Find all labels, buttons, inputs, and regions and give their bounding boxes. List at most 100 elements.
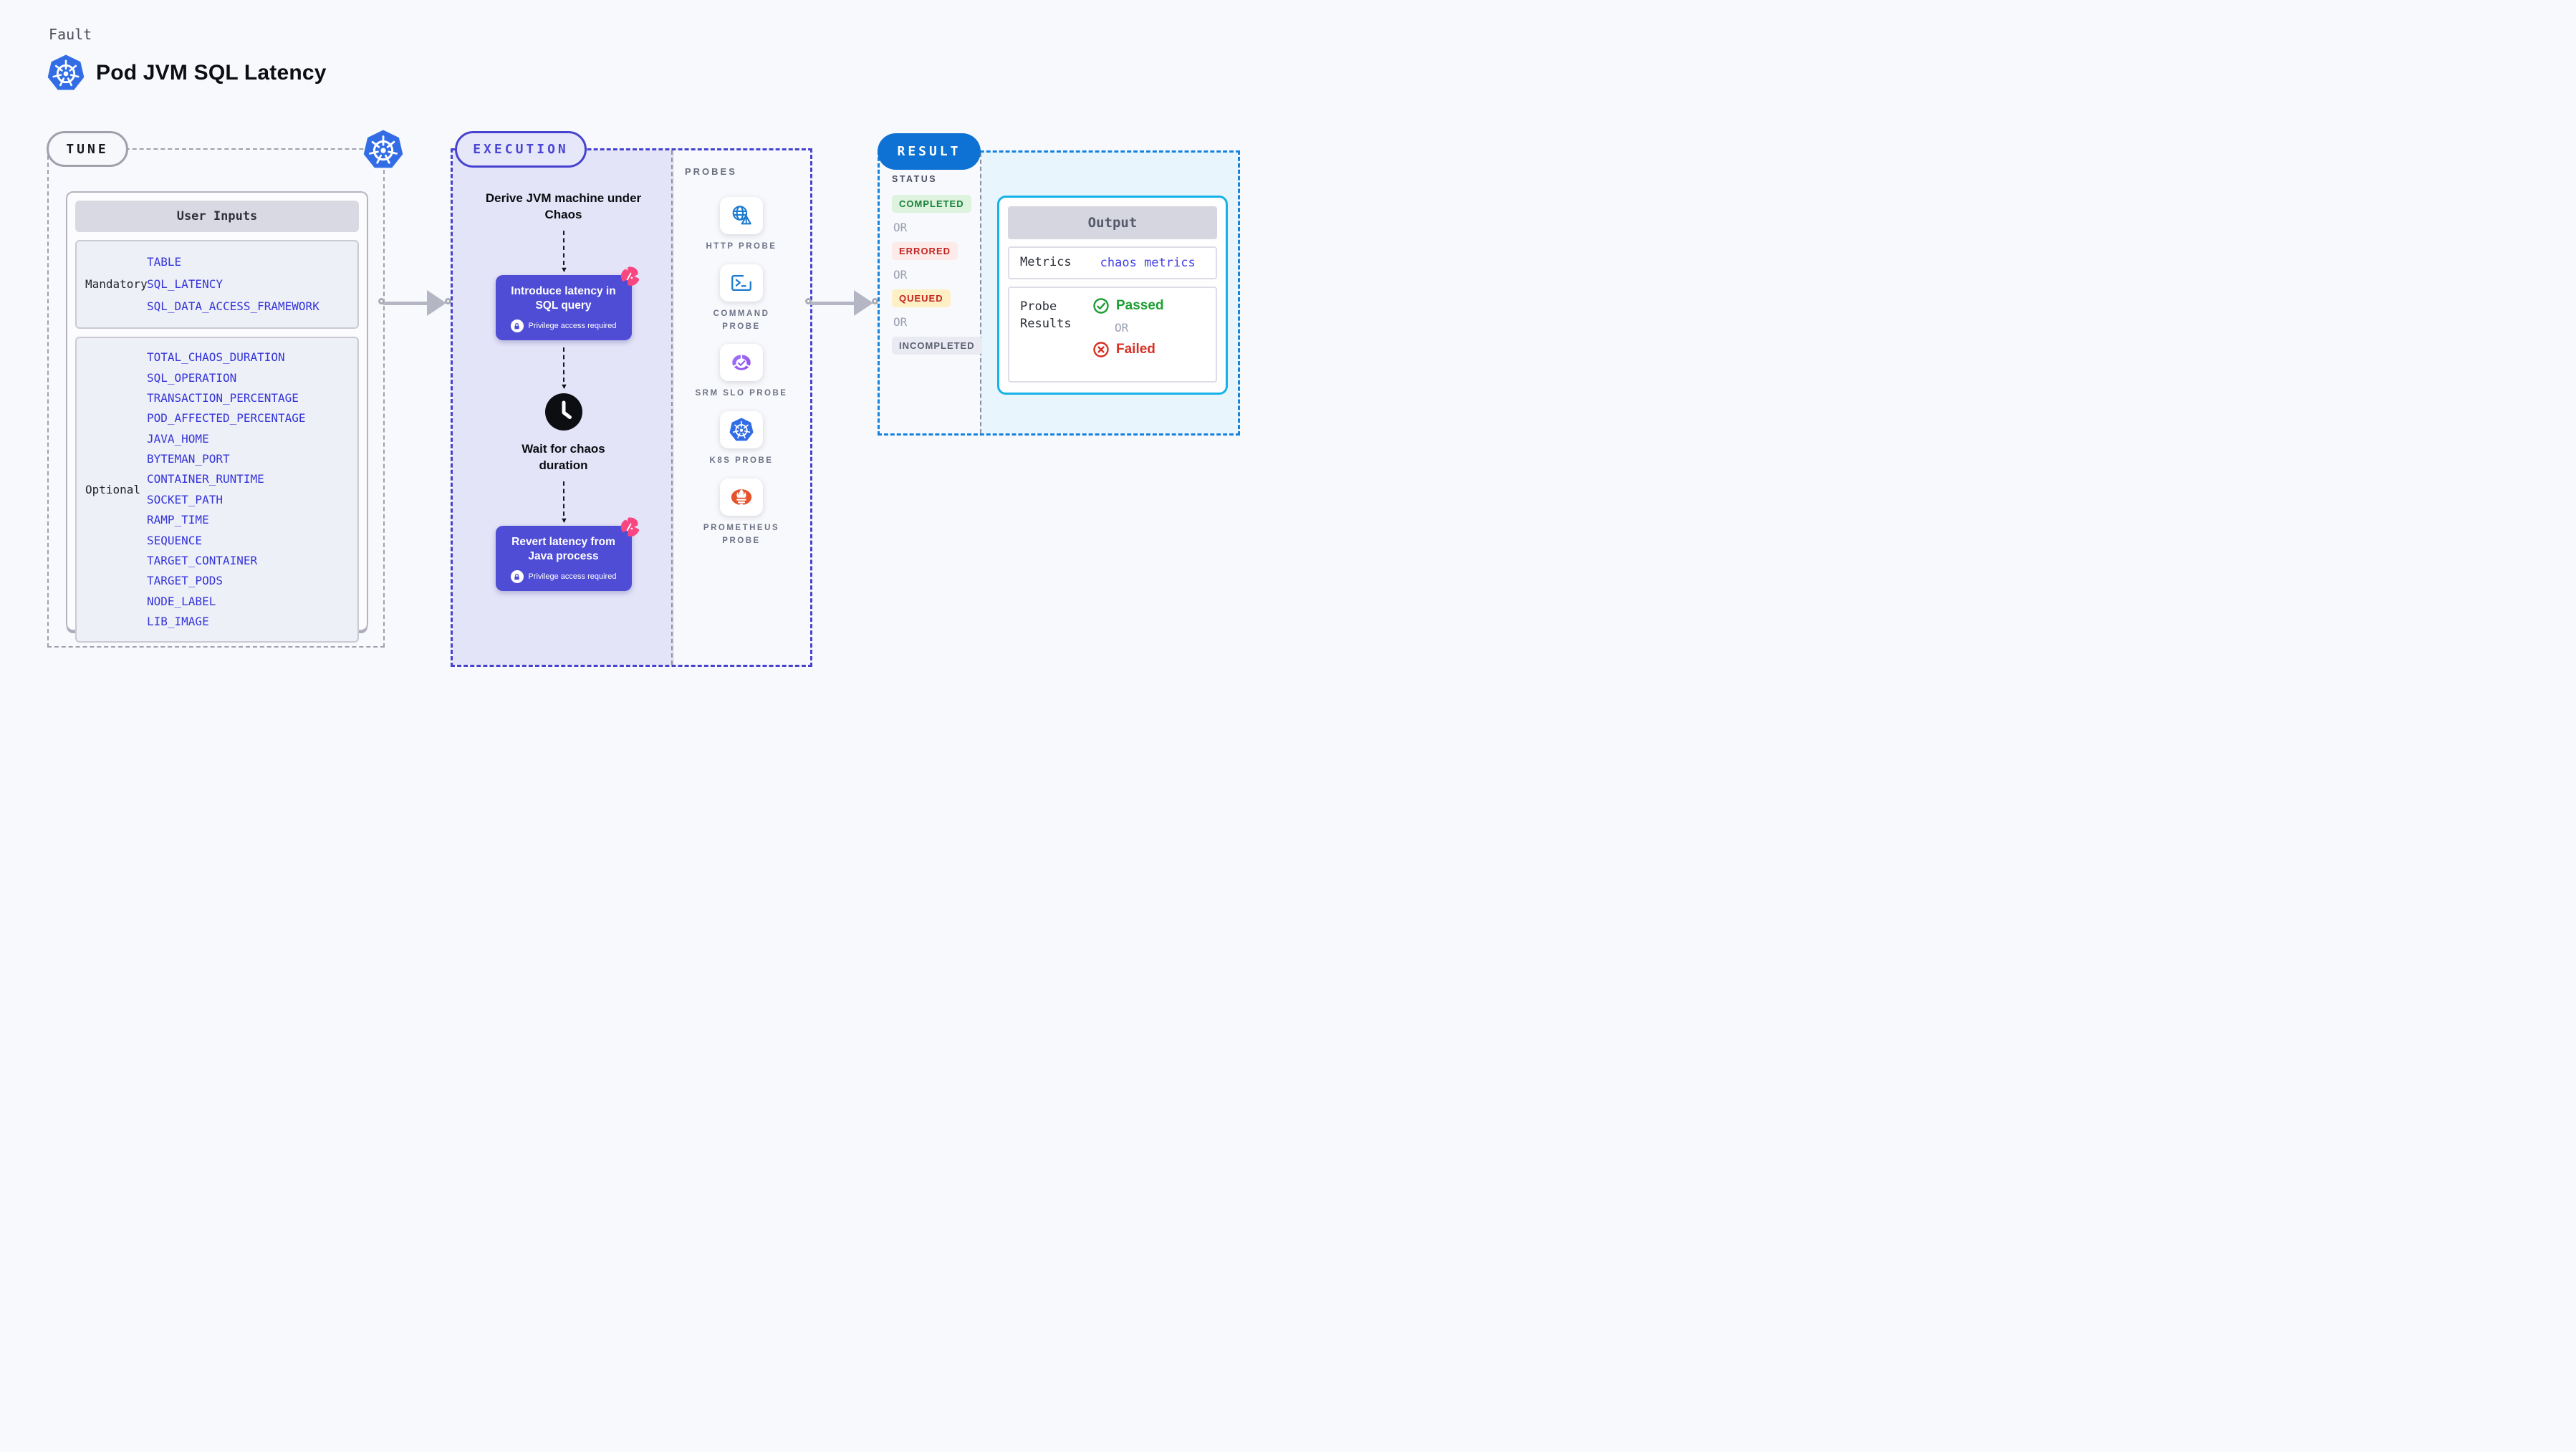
execution-section-label: EXECUTION [455,131,587,168]
result-section: Output Metrics chaos metrics Probe Resul… [878,133,1240,436]
globe-alert-icon [720,197,763,234]
failed-line: Failed [1092,341,1164,358]
optional-items: TOTAL_CHAOS_DURATION SQL_OPERATION TRANS… [147,338,357,641]
arrow-head [427,290,446,316]
kubernetes-icon [720,411,763,449]
lock-icon [510,319,524,333]
status-list: COMPLETED OR ERRORED OR QUEUED OR INCOMP… [892,195,982,355]
probe-k8s: K8S PROBE [694,411,789,468]
status-badge-incompleted: INCOMPLETED [892,337,982,355]
metrics-label: Metrics [1020,255,1072,270]
lock-icon [510,570,524,584]
user-inputs-card: User Inputs Mandatory TABLE SQL_LATENCY … [66,191,368,643]
privilege-text: Privilege access required [528,572,617,582]
title-row: Pod JVM SQL Latency [47,54,327,92]
kubernetes-icon [47,54,85,91]
param-item: TABLE [147,255,182,269]
passed-label: Passed [1116,298,1164,313]
user-inputs-header: User Inputs [75,201,359,232]
prometheus-flame-icon [720,479,763,516]
param-item: JAVA_HOME [147,431,209,446]
or-label: OR [1115,321,1129,335]
probes-panel: PROBES HTTP PROBE [671,150,810,665]
arrow-line [810,301,856,305]
fault-diagram-page: Fault Pod JVM SQL Latency TUNE User Inpu… [0,0,1288,726]
privilege-note: Privilege access required [503,319,625,333]
terminal-icon [720,264,763,302]
mandatory-inputs-group: Mandatory TABLE SQL_LATENCY SQL_DATA_ACC… [75,240,359,329]
x-circle-icon [1093,342,1109,357]
mandatory-group-label: Mandatory [85,277,148,292]
param-item: SEQUENCE [147,533,203,547]
mandatory-items: TABLE SQL_LATENCY SQL_DATA_ACCESS_FRAMEW… [147,241,357,327]
probe-results-values: Passed OR Failed [1092,288,1164,381]
param-item: LIB_IMAGE [147,615,209,629]
probe-http: HTTP PROBE [694,197,789,254]
step-wait-duration: Wait for chaos duration [522,442,605,473]
probe-name: COMMAND PROBE [713,309,770,331]
or-label: OR [893,268,908,282]
probe-list: HTTP PROBE COMMAND PROBE [673,197,810,548]
param-item: RAMP_TIME [147,513,209,527]
param-item: TARGET_CONTAINER [147,553,258,567]
param-item: TARGET_PODS [147,574,223,588]
status-title: STATUS [892,174,938,184]
probe-name: HTTP PROBE [706,242,777,251]
flow-arrow-down-icon [562,347,564,383]
execution-section: EXECUTION Derive JVM machine under Chaos… [451,131,812,667]
result-output-area: Output Metrics chaos metrics Probe Resul… [980,153,1238,433]
arrow-start-dot [805,297,812,304]
arrow-start-dot [378,297,385,304]
step-derive-jvm: Derive JVM machine under Chaos [485,191,642,221]
probe-results-label: Probe Results [1020,299,1072,331]
check-circle-icon [1093,298,1109,314]
step-title: Introduce latency in SQL query [511,284,616,312]
failed-label: Failed [1116,342,1155,357]
privilege-text: Privilege access required [528,322,617,331]
probe-prometheus: PROMETHEUS PROBE [694,479,789,548]
param-item: SQL_OPERATION [147,370,237,385]
status-badge-completed: COMPLETED [892,195,971,213]
tune-to-execution-arrow [378,290,456,316]
probe-name: PROMETHEUS PROBE [703,524,780,545]
param-item: POD_AFFECTED_PERCENTAGE [147,411,306,425]
result-section-label: RESULT [878,133,981,170]
param-item: TOTAL_CHAOS_DURATION [147,350,285,365]
clock-icon [544,393,582,434]
probe-srm-slo: SRM SLO PROBE [694,344,789,400]
param-item: NODE_LABEL [147,594,216,608]
step-revert-latency: Revert latency from Java process Privile… [495,526,632,592]
probe-results-row: Probe Results Passed OR [1008,287,1217,383]
status-badge-errored: ERRORED [892,242,958,260]
param-item: TRANSACTION_PERCENTAGE [147,390,299,405]
step-introduce-latency: Introduce latency in SQL query Privilege… [495,275,632,341]
or-label: OR [893,221,908,234]
tune-section: TUNE User Inputs Mandatory TABLE SQL_LAT… [47,130,403,648]
litmus-chaos-icon [619,265,641,287]
probes-panel-label: PROBES [685,166,737,177]
passed-line: Passed [1092,297,1164,314]
param-item: SOCKET_PATH [147,492,223,506]
status-badge-queued: QUEUED [892,289,951,307]
execution-flow-steps: Derive JVM machine under Chaos Introduce… [453,150,674,592]
output-card-header: Output [1008,206,1217,239]
arrow-end-dot [445,297,451,304]
litmus-chaos-icon [619,516,641,538]
flow-arrow-down-icon [562,230,564,265]
probe-command: COMMAND PROBE [694,264,789,334]
param-item: SQL_DATA_ACCESS_FRAMEWORK [147,299,319,314]
flow-arrow-down-icon [562,481,564,516]
param-item: CONTAINER_RUNTIME [147,472,264,486]
optional-inputs-group: Optional TOTAL_CHAOS_DURATION SQL_OPERAT… [75,336,359,643]
arrow-head [854,290,873,316]
page-title: Pod JVM SQL Latency [96,61,327,85]
slo-gauge-icon [720,344,763,382]
execution-to-result-arrow [805,290,883,316]
or-label: OR [893,315,908,329]
result-status-column: STATUS COMPLETED OR ERRORED OR QUEUED OR… [880,153,982,433]
probe-name: SRM SLO PROBE [695,389,788,398]
arrow-line [383,301,429,305]
privilege-note: Privilege access required [503,570,625,584]
metrics-value: chaos metrics [1100,256,1196,270]
tune-section-label: TUNE [47,131,128,167]
